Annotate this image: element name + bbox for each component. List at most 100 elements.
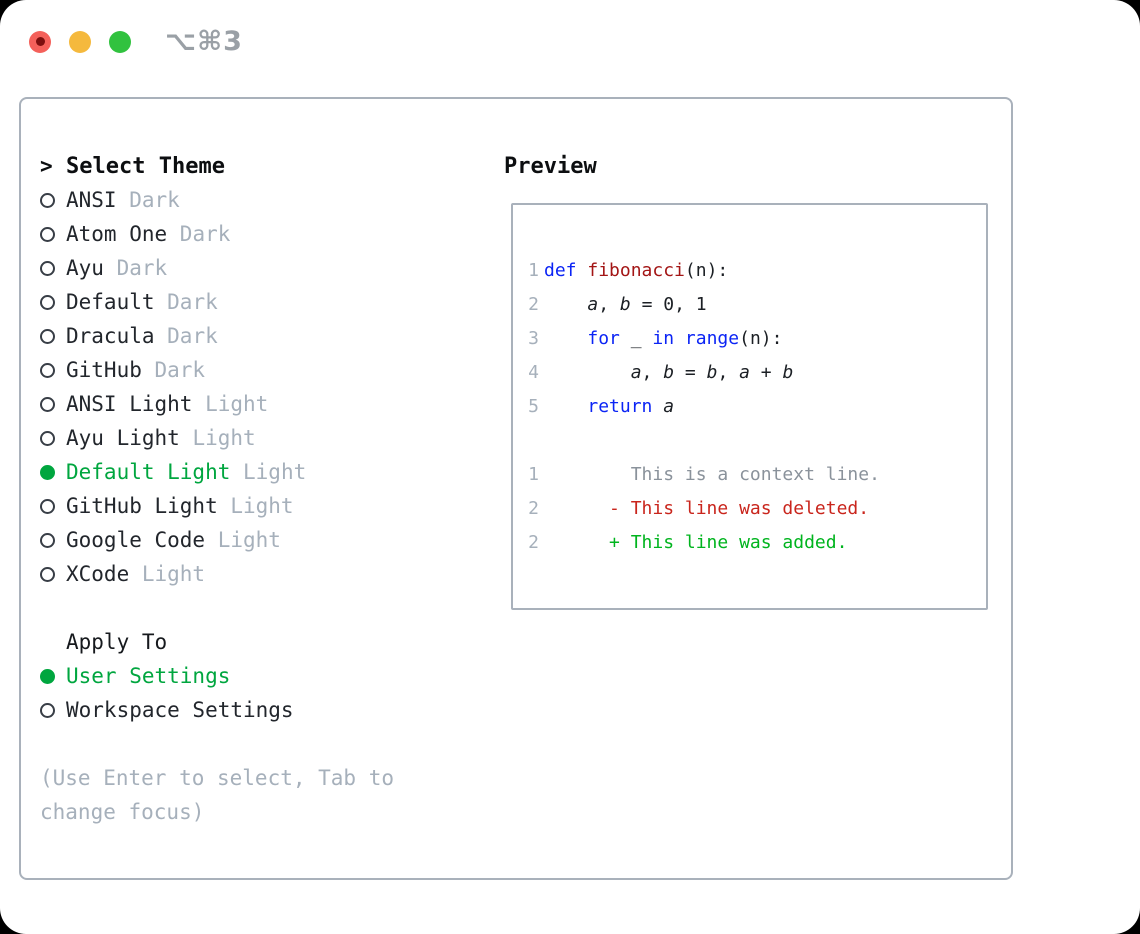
- preview-line: 4 a, b = b, a + b: [527, 355, 986, 389]
- option-variant-tag: Dark: [129, 188, 180, 212]
- theme-option-github-light[interactable]: GitHub Light Light: [40, 489, 394, 523]
- radio-unselected-icon: [40, 430, 55, 446]
- option-label: ANSI: [66, 188, 117, 212]
- radio-unselected-icon: [40, 702, 55, 718]
- preview-line: 2 + This line was added.: [527, 525, 986, 559]
- preview-line: 2 a, b = 0, 1: [527, 287, 986, 321]
- line-number: 4: [528, 361, 539, 383]
- spacer-row: [40, 591, 394, 625]
- spacer-row: [40, 727, 394, 761]
- preview-line: 2 - This line was deleted.: [527, 491, 986, 525]
- option-label: Atom One: [66, 222, 168, 246]
- theme-option-ayu[interactable]: Ayu Dark: [40, 251, 394, 285]
- zoom-button[interactable]: [109, 30, 131, 53]
- line-content: This is a context line.: [544, 463, 880, 485]
- apply-to-title: Apply To: [66, 630, 168, 654]
- hint-line-2: change focus): [40, 800, 205, 824]
- radio-unselected-icon: [40, 294, 55, 310]
- close-button[interactable]: [29, 30, 51, 53]
- option-variant-tag: Light: [205, 392, 269, 416]
- radio-unselected-icon: [40, 396, 55, 412]
- line-number: 2: [528, 531, 539, 553]
- preview-line: 1 This is a context line.: [527, 457, 986, 491]
- window-shortcut-label: ⌥⌘3: [165, 26, 243, 57]
- select-theme-title: Select Theme: [66, 153, 225, 179]
- theme-option-default[interactable]: Default Dark: [40, 285, 394, 319]
- theme-option-ansi-light[interactable]: ANSI Light Light: [40, 387, 394, 421]
- option-label: Dracula: [66, 324, 155, 348]
- option-variant-tag: Dark: [154, 358, 206, 382]
- radio-unselected-icon: [40, 192, 55, 208]
- line-number: 5: [528, 395, 539, 417]
- theme-option-atom-one[interactable]: Atom One Dark: [40, 217, 394, 251]
- prompt-caret-icon: >: [40, 154, 53, 178]
- line-content: return a: [587, 395, 675, 417]
- option-variant-tag: Light: [192, 426, 256, 450]
- option-variant-tag: Light: [230, 494, 294, 518]
- line-number: 1: [528, 463, 539, 485]
- preview-title: Preview: [504, 153, 597, 179]
- line-number: 2: [528, 497, 539, 519]
- select-theme-header: > Select Theme: [40, 149, 394, 183]
- option-label: User Settings: [66, 664, 231, 688]
- line-content: a, b = b, a + b: [630, 361, 794, 383]
- radio-unselected-icon: [40, 362, 55, 378]
- preview-blank-line: [527, 423, 986, 457]
- theme-option-default-light[interactable]: Default Light Light: [40, 455, 394, 489]
- option-variant-tag: Light: [217, 528, 281, 552]
- preview-line: 5 return a: [527, 389, 986, 423]
- option-label: Default: [66, 290, 155, 314]
- line-number: 2: [528, 293, 539, 315]
- line-content: a, b = 0, 1: [587, 293, 707, 315]
- hint-line-1: (Use Enter to select, Tab to: [40, 766, 395, 790]
- preview-line: 3 for _ in range(n):: [527, 321, 986, 355]
- theme-option-ayu-light[interactable]: Ayu Light Light: [40, 421, 394, 455]
- option-variant-tag: Light: [243, 460, 307, 484]
- titlebar: ⌥⌘3: [29, 26, 243, 57]
- radio-unselected-icon: [40, 328, 55, 344]
- radio-unselected-icon: [40, 566, 55, 582]
- option-label: Ayu: [66, 256, 104, 280]
- theme-option-github[interactable]: GitHub Dark: [40, 353, 394, 387]
- radio-unselected-icon: [40, 260, 55, 276]
- option-variant-tag: Dark: [116, 256, 168, 280]
- radio-selected-icon: [40, 668, 55, 684]
- option-variant-tag: Dark: [167, 290, 218, 314]
- line-content: for _ in range(n):: [587, 327, 783, 349]
- radio-unselected-icon: [40, 498, 55, 514]
- apply-option-workspace-settings[interactable]: Workspace Settings: [40, 693, 394, 727]
- line-content: + This line was added.: [544, 531, 848, 553]
- option-label: Default Light: [66, 460, 231, 484]
- line-number: 1: [528, 259, 539, 281]
- apply-option-user-settings[interactable]: User Settings: [40, 659, 394, 693]
- option-variant-tag: Light: [141, 562, 206, 586]
- option-label: GitHub: [66, 358, 142, 382]
- option-label: XCode: [66, 562, 130, 586]
- close-dot-icon: [35, 37, 45, 46]
- theme-option-google-code[interactable]: Google Code Light: [40, 523, 394, 557]
- line-content: def fibonacci(n):: [544, 259, 729, 281]
- line-content: - This line was deleted.: [544, 497, 870, 519]
- radio-unselected-icon: [40, 226, 55, 242]
- option-label: Workspace Settings: [66, 698, 294, 722]
- radio-selected-icon: [40, 464, 55, 480]
- apply-to-header: Apply To: [40, 625, 394, 659]
- option-label: GitHub Light: [66, 494, 218, 518]
- theme-option-xcode[interactable]: XCode Light: [40, 557, 394, 591]
- option-label: Ayu Light: [66, 426, 180, 450]
- option-label: ANSI Light: [66, 392, 193, 416]
- line-number: 3: [528, 327, 539, 349]
- option-label: Google Code: [66, 528, 206, 552]
- minimize-button[interactable]: [69, 30, 91, 53]
- theme-option-dracula[interactable]: Dracula Dark: [40, 319, 394, 353]
- theme-option-ansi[interactable]: ANSI Dark: [40, 183, 394, 217]
- option-variant-tag: Dark: [167, 324, 218, 348]
- option-variant-tag: Dark: [179, 222, 231, 246]
